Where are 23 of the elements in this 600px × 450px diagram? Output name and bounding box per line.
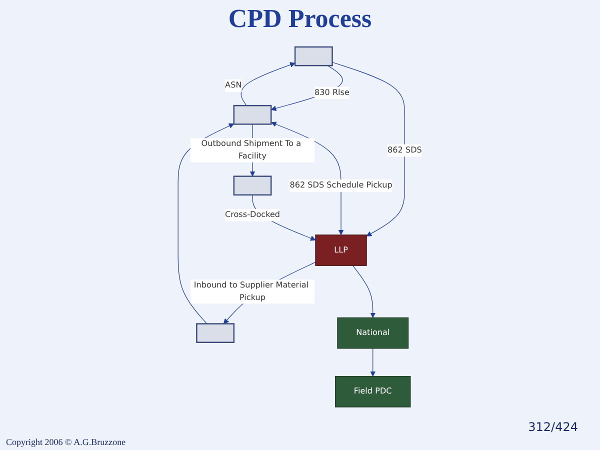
copyright-note: Copyright 2006 © A.G.Bruzzone (6, 437, 126, 447)
edge-label: ASN (225, 80, 242, 90)
page-number: 312/424 (528, 420, 578, 434)
arrow (352, 265, 376, 318)
node-box (233, 176, 272, 196)
edge-label: Outbound Shipment To a Facility (201, 139, 302, 161)
arrow (271, 122, 344, 236)
node-box (233, 104, 272, 125)
node-box: Field PDC (335, 376, 411, 408)
arrow (178, 123, 234, 324)
node-box: National (337, 317, 409, 349)
edge-label: Cross-Docked (224, 210, 280, 220)
node-box (196, 323, 235, 343)
arrow (332, 62, 406, 236)
diagram-title: CPD Process (227, 4, 373, 34)
node-box: LLP (315, 234, 367, 266)
edge-label: 830 Rlse (314, 88, 350, 98)
edge-label: 862 SDS Schedule Pickup (290, 180, 392, 190)
arrow (240, 62, 296, 106)
node-box (294, 46, 333, 66)
edge-label: 862 SDS (388, 145, 422, 155)
edge-label: Inbound to Supplier Material Pickup (194, 280, 309, 302)
arrow (370, 348, 376, 377)
